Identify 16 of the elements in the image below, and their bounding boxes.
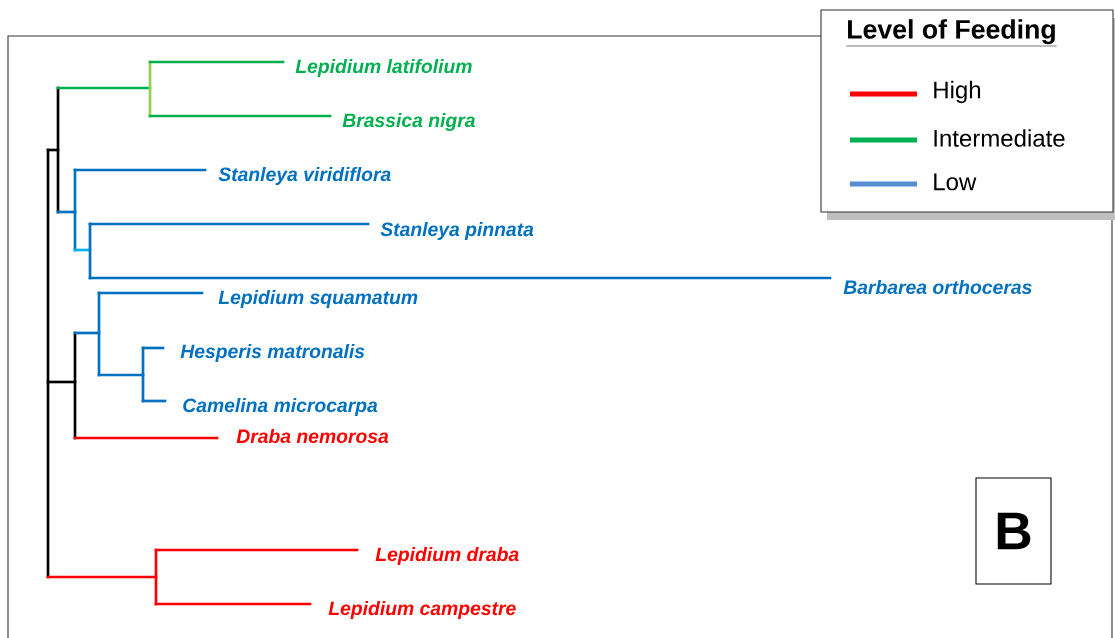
species-label: Camelina microcarpa <box>183 397 378 416</box>
legend-label: Low <box>934 173 977 191</box>
legend-title: Level of Feeding <box>846 19 1057 47</box>
species-label: Barbarea orthoceras <box>843 279 1032 295</box>
legend-label: High <box>934 80 981 104</box>
species-label: Lepidium squamatum <box>218 290 418 308</box>
species-label: Stanleya viridiflora <box>218 167 391 185</box>
species-label: Brassica nigra <box>342 113 475 131</box>
species-label: Draba nemorosa <box>236 428 389 444</box>
species-label: Lepidium latifolium <box>295 59 472 77</box>
species-label: Hesperis matronalis <box>180 343 365 362</box>
species-label: Lepidium draba <box>375 546 519 565</box>
species-label: Stanleya pinnata <box>380 221 534 240</box>
species-label: Lepidium campestre <box>328 600 516 619</box>
letter-box: B <box>975 477 1052 585</box>
legend-label: Intermediate <box>934 129 1065 147</box>
